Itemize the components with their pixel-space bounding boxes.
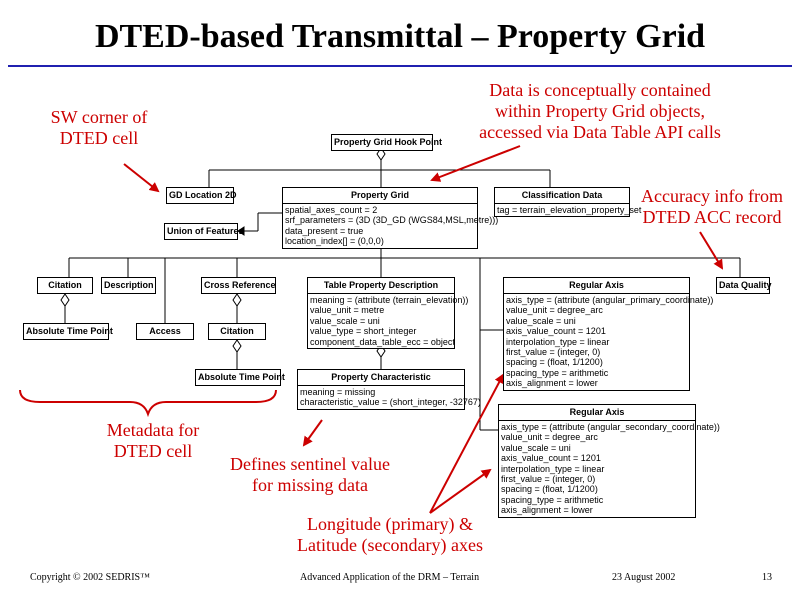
annotation-line: DTED cell <box>59 128 139 148</box>
annotation-accuracy: Accuracy info from DTED ACC record <box>624 186 800 228</box>
class-attribute: interpolation_type = linear <box>506 336 610 347</box>
absolute-time-point-box-2: Absolute Time Point <box>195 369 285 386</box>
annotation-line: accessed via Data Table API calls <box>479 122 721 142</box>
class-attribute: srf_parameters = (3D (3D_GD (WGS84,MSL,m… <box>285 215 499 226</box>
class-name: Citation <box>220 326 254 336</box>
class-attribute: spacing = (float, 1/1200) <box>501 484 598 495</box>
annotation-line: SW corner of <box>50 107 148 127</box>
class-attribute: location_index[] = (0,0,0) <box>285 236 384 247</box>
annotation-line: DTED cell <box>113 441 193 461</box>
annotation-line: Longitude (primary) & <box>307 514 473 534</box>
description-box: Description <box>101 277 156 294</box>
class-attribute: tag = terrain_elevation_property_set <box>497 205 642 215</box>
class-name: Regular Axis <box>504 278 689 294</box>
class-attribute: interpolation_type = linear <box>501 463 605 474</box>
class-name: Absolute Time Point <box>26 326 113 336</box>
class-attribute: axis_alignment = lower <box>501 505 593 516</box>
annotation-line: Data is conceptually contained <box>489 80 711 100</box>
class-attribute: axis_value_count = 1201 <box>506 326 606 337</box>
class-name: Absolute Time Point <box>198 372 285 382</box>
citation-box: Citation <box>37 277 93 294</box>
class-attribute: spacing = (float, 1/1200) <box>506 357 603 368</box>
class-name: GD Location 2D <box>169 190 237 200</box>
footer-title: Advanced Application of the DRM – Terrai… <box>300 572 480 583</box>
class-attribute: axis_type = (attribute (angular_primary_… <box>506 295 714 305</box>
annotation-line: for missing data <box>252 475 368 495</box>
footer-page-number: 13 <box>762 572 772 583</box>
footer-date: 23 August 2002 <box>612 572 676 583</box>
annotation-sw-corner: SW corner of DTED cell <box>24 107 174 149</box>
class-name: Cross Reference <box>204 280 276 290</box>
class-name: Table Property Description <box>308 278 454 294</box>
class-attribute: meaning = missing <box>300 387 376 397</box>
class-attribute: meaning = (attribute (terrain_elevation)… <box>310 295 469 305</box>
class-name: Citation <box>48 280 82 290</box>
class-attribute: data_present = true <box>285 225 364 236</box>
title-underline <box>8 65 792 67</box>
class-attribute: first_value = (integer, 0) <box>506 347 601 358</box>
annotation-line: within Property Grid objects, <box>495 101 705 121</box>
class-attribute: component_data_table_ecc = object <box>310 336 455 347</box>
annotation-line: Latitude (secondary) axes <box>297 535 483 555</box>
cross-reference-box: Cross Reference <box>201 277 276 294</box>
class-attribute: spacing_type = arithmetic <box>501 494 604 505</box>
property-grid-hook-point-box: Property Grid Hook Point <box>331 134 443 151</box>
class-name: Regular Axis <box>499 405 695 421</box>
annotation-line: DTED ACC record <box>642 207 782 227</box>
annotation-axes: Longitude (primary) & Latitude (secondar… <box>270 514 510 556</box>
annotation-data-contained: Data is conceptually contained within Pr… <box>450 80 750 143</box>
annotation-line: Metadata for <box>106 420 200 440</box>
property-grid-box: Property Grid spatial_axes_count = 2 srf… <box>282 187 499 249</box>
class-attribute: value_unit = metre <box>310 305 385 316</box>
class-attribute: value_scale = uni <box>501 442 571 453</box>
class-attribute: value_unit = degree_arc <box>501 432 598 443</box>
class-attribute: spacing_type = arithmetic <box>506 367 609 378</box>
class-attribute: first_value = (integer, 0) <box>501 474 596 485</box>
class-attribute: value_type = short_integer <box>310 326 417 337</box>
class-name: Property Characteristic <box>298 370 464 386</box>
class-attribute: axis_type = (attribute (angular_secondar… <box>501 422 720 432</box>
class-name: Description <box>104 280 154 290</box>
annotation-line: Defines sentinel value <box>230 454 390 474</box>
class-attribute: axis_alignment = lower <box>506 378 598 389</box>
class-name: Union of Features <box>167 226 244 236</box>
data-quality-box: Data Quality <box>716 277 772 294</box>
absolute-time-point-box: Absolute Time Point <box>23 323 113 340</box>
class-name: Data Quality <box>719 280 772 290</box>
annotation-sentinel: Defines sentinel value for missing data <box>210 454 410 496</box>
class-attribute: value_unit = degree_arc <box>506 305 603 316</box>
class-name: Property Grid <box>283 188 477 204</box>
class-attribute: characteristic_value = (short_integer, -… <box>300 397 481 408</box>
annotation-line: Accuracy info from <box>641 186 783 206</box>
table-property-description-box: Table Property Description meaning = (at… <box>307 277 469 350</box>
class-attribute: axis_value_count = 1201 <box>501 453 601 464</box>
footer-copyright: Copyright © 2002 SEDRIS™ <box>30 572 150 583</box>
access-box: Access <box>136 323 194 340</box>
page-title: DTED-based Transmittal – Property Grid <box>94 18 706 55</box>
gd-location-2d-box: GD Location 2D <box>166 187 237 204</box>
regular-axis-secondary-box: Regular Axis axis_type = (attribute (ang… <box>498 404 720 518</box>
class-attribute: spatial_axes_count = 2 <box>285 205 378 215</box>
class-name: Access <box>149 326 181 336</box>
class-attribute: value_scale = uni <box>310 315 380 326</box>
class-name: Classification Data <box>495 188 629 204</box>
regular-axis-primary-box: Regular Axis axis_type = (attribute (ang… <box>503 277 714 391</box>
union-of-features-box: Union of Features <box>164 223 244 240</box>
property-characteristic-box: Property Characteristic meaning = missin… <box>297 369 481 410</box>
annotation-metadata: Metadata for DTED cell <box>78 420 228 462</box>
class-name: Property Grid Hook Point <box>334 137 443 147</box>
classification-data-box: Classification Data tag = terrain_elevat… <box>494 187 642 218</box>
class-attribute: value_scale = uni <box>506 315 576 326</box>
citation-box-2: Citation <box>208 323 266 340</box>
